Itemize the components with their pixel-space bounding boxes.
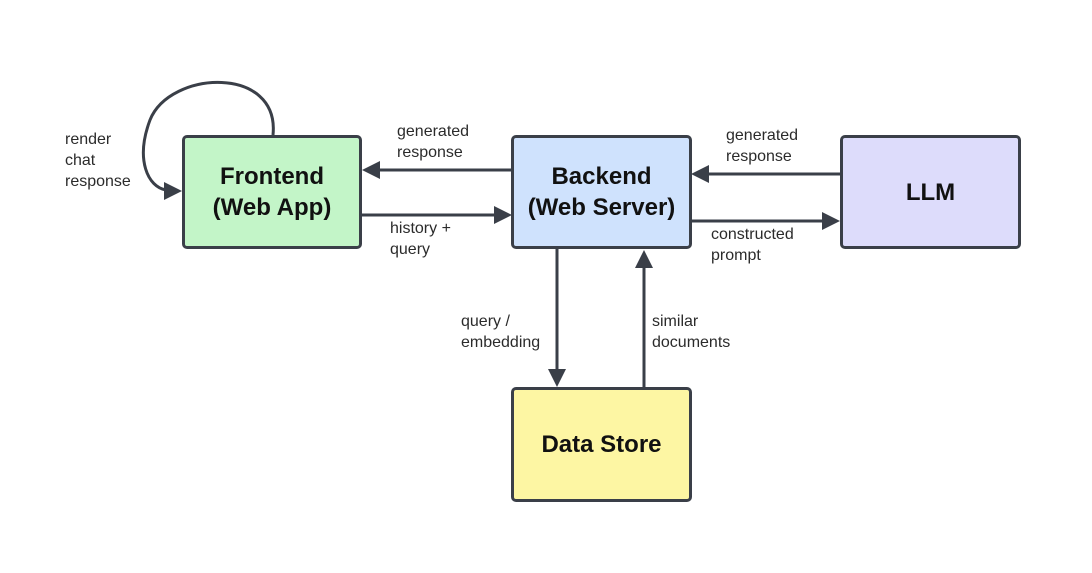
frontend-node-title: Frontend xyxy=(220,163,324,190)
edge-render-chat-response xyxy=(141,81,275,192)
label-llm-to-backend-line-1: generated xyxy=(726,127,799,144)
frontend-node: Frontend (Web App) xyxy=(182,135,362,249)
llm-node: LLM xyxy=(840,135,1021,249)
label-backend-to-llm-line-2: prompt xyxy=(711,247,761,264)
label-backend-to-frontend-line-2: response xyxy=(397,144,463,161)
edges-layer xyxy=(141,81,840,388)
edge-backend-to-llm-arrowhead xyxy=(822,212,840,230)
label-frontend-to-backend-line-2: query xyxy=(390,241,431,258)
label-backend-to-frontend: generated response xyxy=(397,121,469,163)
label-frontend-to-backend-line-1: history + xyxy=(390,220,451,237)
edge-llm-to-backend-arrowhead xyxy=(691,165,709,183)
label-backend-to-data-store-line-1: query / xyxy=(461,313,510,330)
label-backend-to-data-store-line-2: embedding xyxy=(461,334,541,351)
label-render-chat-response: render chat response xyxy=(65,129,131,192)
label-llm-to-backend-line-2: response xyxy=(726,148,792,165)
data-store-node-title: Data Store xyxy=(541,431,662,458)
label-backend-to-llm: constructed prompt xyxy=(711,224,794,266)
edge-render-chat-response-arrowhead xyxy=(164,182,182,200)
label-data-store-to-backend-line-2: documents xyxy=(652,334,731,351)
backend-node-title: Backend xyxy=(551,163,652,190)
edge-frontend-to-backend-arrowhead xyxy=(494,206,512,224)
label-data-store-to-backend: similar documents xyxy=(652,311,730,353)
label-llm-to-backend: generated response xyxy=(726,125,798,167)
label-data-store-to-backend-line-1: similar xyxy=(652,313,699,330)
label-render-chat-response-line-2: chat xyxy=(65,152,96,169)
label-backend-to-llm-line-1: constructed xyxy=(711,226,794,243)
label-backend-to-frontend-line-1: generated xyxy=(397,123,470,140)
edge-backend-to-frontend-arrowhead xyxy=(362,161,380,179)
label-render-chat-response-line-3: response xyxy=(65,173,131,190)
label-backend-to-data-store: query / embedding xyxy=(461,311,540,353)
label-render-chat-response-line-1: render xyxy=(65,131,112,148)
backend-node-subtitle: (Web Server) xyxy=(527,194,676,221)
label-frontend-to-backend: history + query xyxy=(390,218,451,260)
data-store-node: Data Store xyxy=(511,387,692,502)
llm-node-title: LLM xyxy=(905,178,956,206)
edge-data-store-to-backend-arrowhead xyxy=(635,250,653,268)
frontend-node-subtitle: (Web App) xyxy=(212,194,332,221)
backend-node: Backend (Web Server) xyxy=(511,135,692,249)
edge-backend-to-data-store-arrowhead xyxy=(548,369,566,387)
